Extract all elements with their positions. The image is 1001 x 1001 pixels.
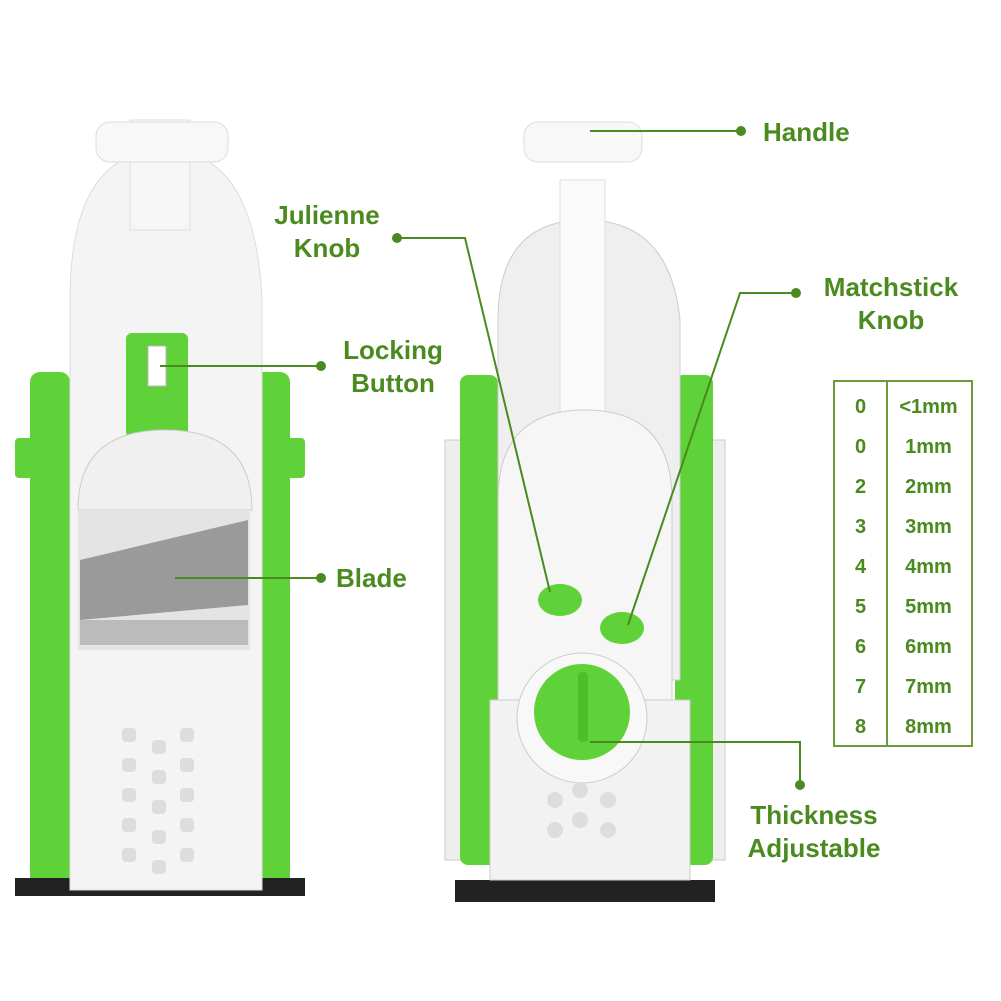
slicer-open-view bbox=[444, 121, 726, 902]
label-line: Julienne bbox=[274, 200, 380, 230]
label-thickness-adjustable: Thickness Adjustable bbox=[735, 799, 893, 865]
setting-cell: 2 bbox=[854, 475, 867, 498]
label-blade: Blade bbox=[336, 563, 407, 593]
thickness-table: 0 <1mm 0 1mm 2 2mm 3 3mm 4 4mm 5 5mm 6 6mm 7 7mm 8 8mm bbox=[833, 380, 973, 747]
table-row: 3 3mm bbox=[835, 507, 971, 547]
label-line: Adjustable bbox=[747, 833, 881, 863]
label-matchstick-knob: Matchstick Knob bbox=[810, 271, 972, 337]
label-line: Locking bbox=[343, 335, 443, 365]
setting-cell: 6 bbox=[854, 635, 867, 658]
setting-cell: 3 bbox=[854, 515, 867, 538]
table-row: 6 6mm bbox=[835, 627, 971, 667]
label-line: Matchstick bbox=[823, 272, 959, 302]
table-row: 4 4mm bbox=[835, 547, 971, 587]
setting-cell: 8 bbox=[854, 715, 867, 738]
size-cell: 8mm bbox=[905, 715, 952, 738]
setting-cell: 0 bbox=[854, 395, 867, 418]
size-cell: <1mm bbox=[899, 395, 958, 418]
label-locking-button: Locking Button bbox=[332, 334, 454, 400]
label-line: Knob bbox=[857, 305, 925, 335]
setting-cell: 7 bbox=[854, 675, 867, 698]
label-line: Thickness bbox=[750, 800, 878, 830]
size-cell: 5mm bbox=[905, 595, 952, 618]
setting-cell: 0 bbox=[854, 435, 867, 458]
table-divider bbox=[886, 382, 888, 745]
label-line: Knob bbox=[293, 233, 361, 263]
setting-cell: 4 bbox=[854, 555, 867, 578]
size-cell: 6mm bbox=[905, 635, 952, 658]
table-row: 2 2mm bbox=[835, 467, 971, 507]
table-row: 7 7mm bbox=[835, 667, 971, 707]
size-cell: 7mm bbox=[905, 675, 952, 698]
setting-cell: 5 bbox=[854, 595, 867, 618]
leader-dots bbox=[316, 126, 805, 790]
leader-lines bbox=[160, 130, 801, 785]
table-row: 0 1mm bbox=[835, 427, 971, 467]
size-cell: 1mm bbox=[905, 435, 952, 458]
size-cell: 4mm bbox=[905, 555, 952, 578]
size-cell: 3mm bbox=[905, 515, 952, 538]
label-handle: Handle bbox=[763, 117, 850, 147]
size-cell: 2mm bbox=[905, 475, 952, 498]
table-row: 5 5mm bbox=[835, 587, 971, 627]
table-row: 0 <1mm bbox=[835, 387, 971, 427]
slicer-front-view bbox=[15, 119, 305, 896]
label-line: Button bbox=[351, 368, 435, 398]
label-julienne-knob: Julienne Knob bbox=[262, 199, 392, 265]
table-row: 8 8mm bbox=[835, 707, 971, 747]
